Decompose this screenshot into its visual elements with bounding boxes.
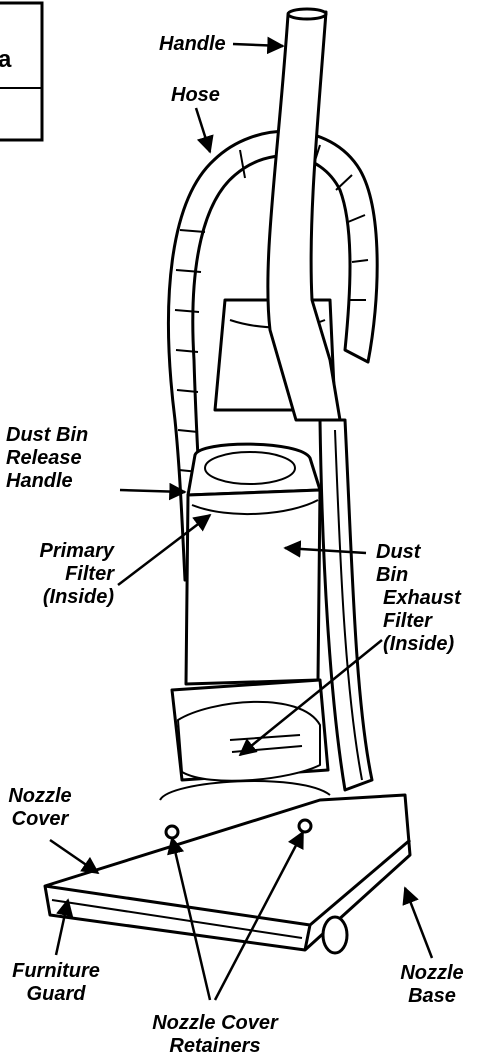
label-line: Primary [22,540,114,563]
label-line: Dust Bin [6,424,88,447]
label-line: Nozzle [392,962,472,985]
label-line: Release [6,447,88,470]
label-nozzle-base: Nozzle Base [392,962,472,1008]
right-column [320,420,372,790]
label-furniture-guard: Furniture Guard [0,960,112,1006]
label-line: Furniture [0,960,112,983]
label-line: (Inside) [22,586,114,609]
label-line: Retainers [125,1035,305,1058]
label-line: Cover [0,808,80,831]
exhaust-filter [178,702,320,781]
label-line: Bin [376,564,420,587]
handle-leader [233,44,283,46]
label-line: Base [392,985,472,1008]
label-exhaust-filter: Exhaust Filter (Inside) [383,587,461,656]
label-hose: Hose [171,84,220,107]
nozzle-base-leader [405,888,432,958]
label-primary-filter: Primary Filter (Inside) [22,540,114,609]
label-line: Filter [383,610,461,633]
handle [268,12,340,420]
label-line: Guard [0,983,112,1006]
label-line: Filter [22,563,114,586]
dust-bin-release-leader [120,490,185,492]
label-line: Nozzle [0,785,80,808]
label-line: Exhaust [383,587,461,610]
label-nozzle-cover: Nozzle Cover [0,785,80,831]
label-line: Nozzle Cover [125,1012,305,1035]
label-handle: Handle [159,33,226,56]
label-dust-bin-release-handle: Dust Bin Release Handle [6,424,88,493]
label-line: Dust [376,541,420,564]
hose-leader [196,108,210,152]
vacuum-illustration [45,9,410,953]
label-line: Handle [6,470,88,493]
nozzle-cover-leader [50,840,98,873]
label-line: (Inside) [383,633,461,656]
corner-fragment-text: a [0,46,11,74]
label-nozzle-cover-retainers: Nozzle Cover Retainers [125,1012,305,1058]
label-dust-bin: Dust Bin [376,541,420,587]
